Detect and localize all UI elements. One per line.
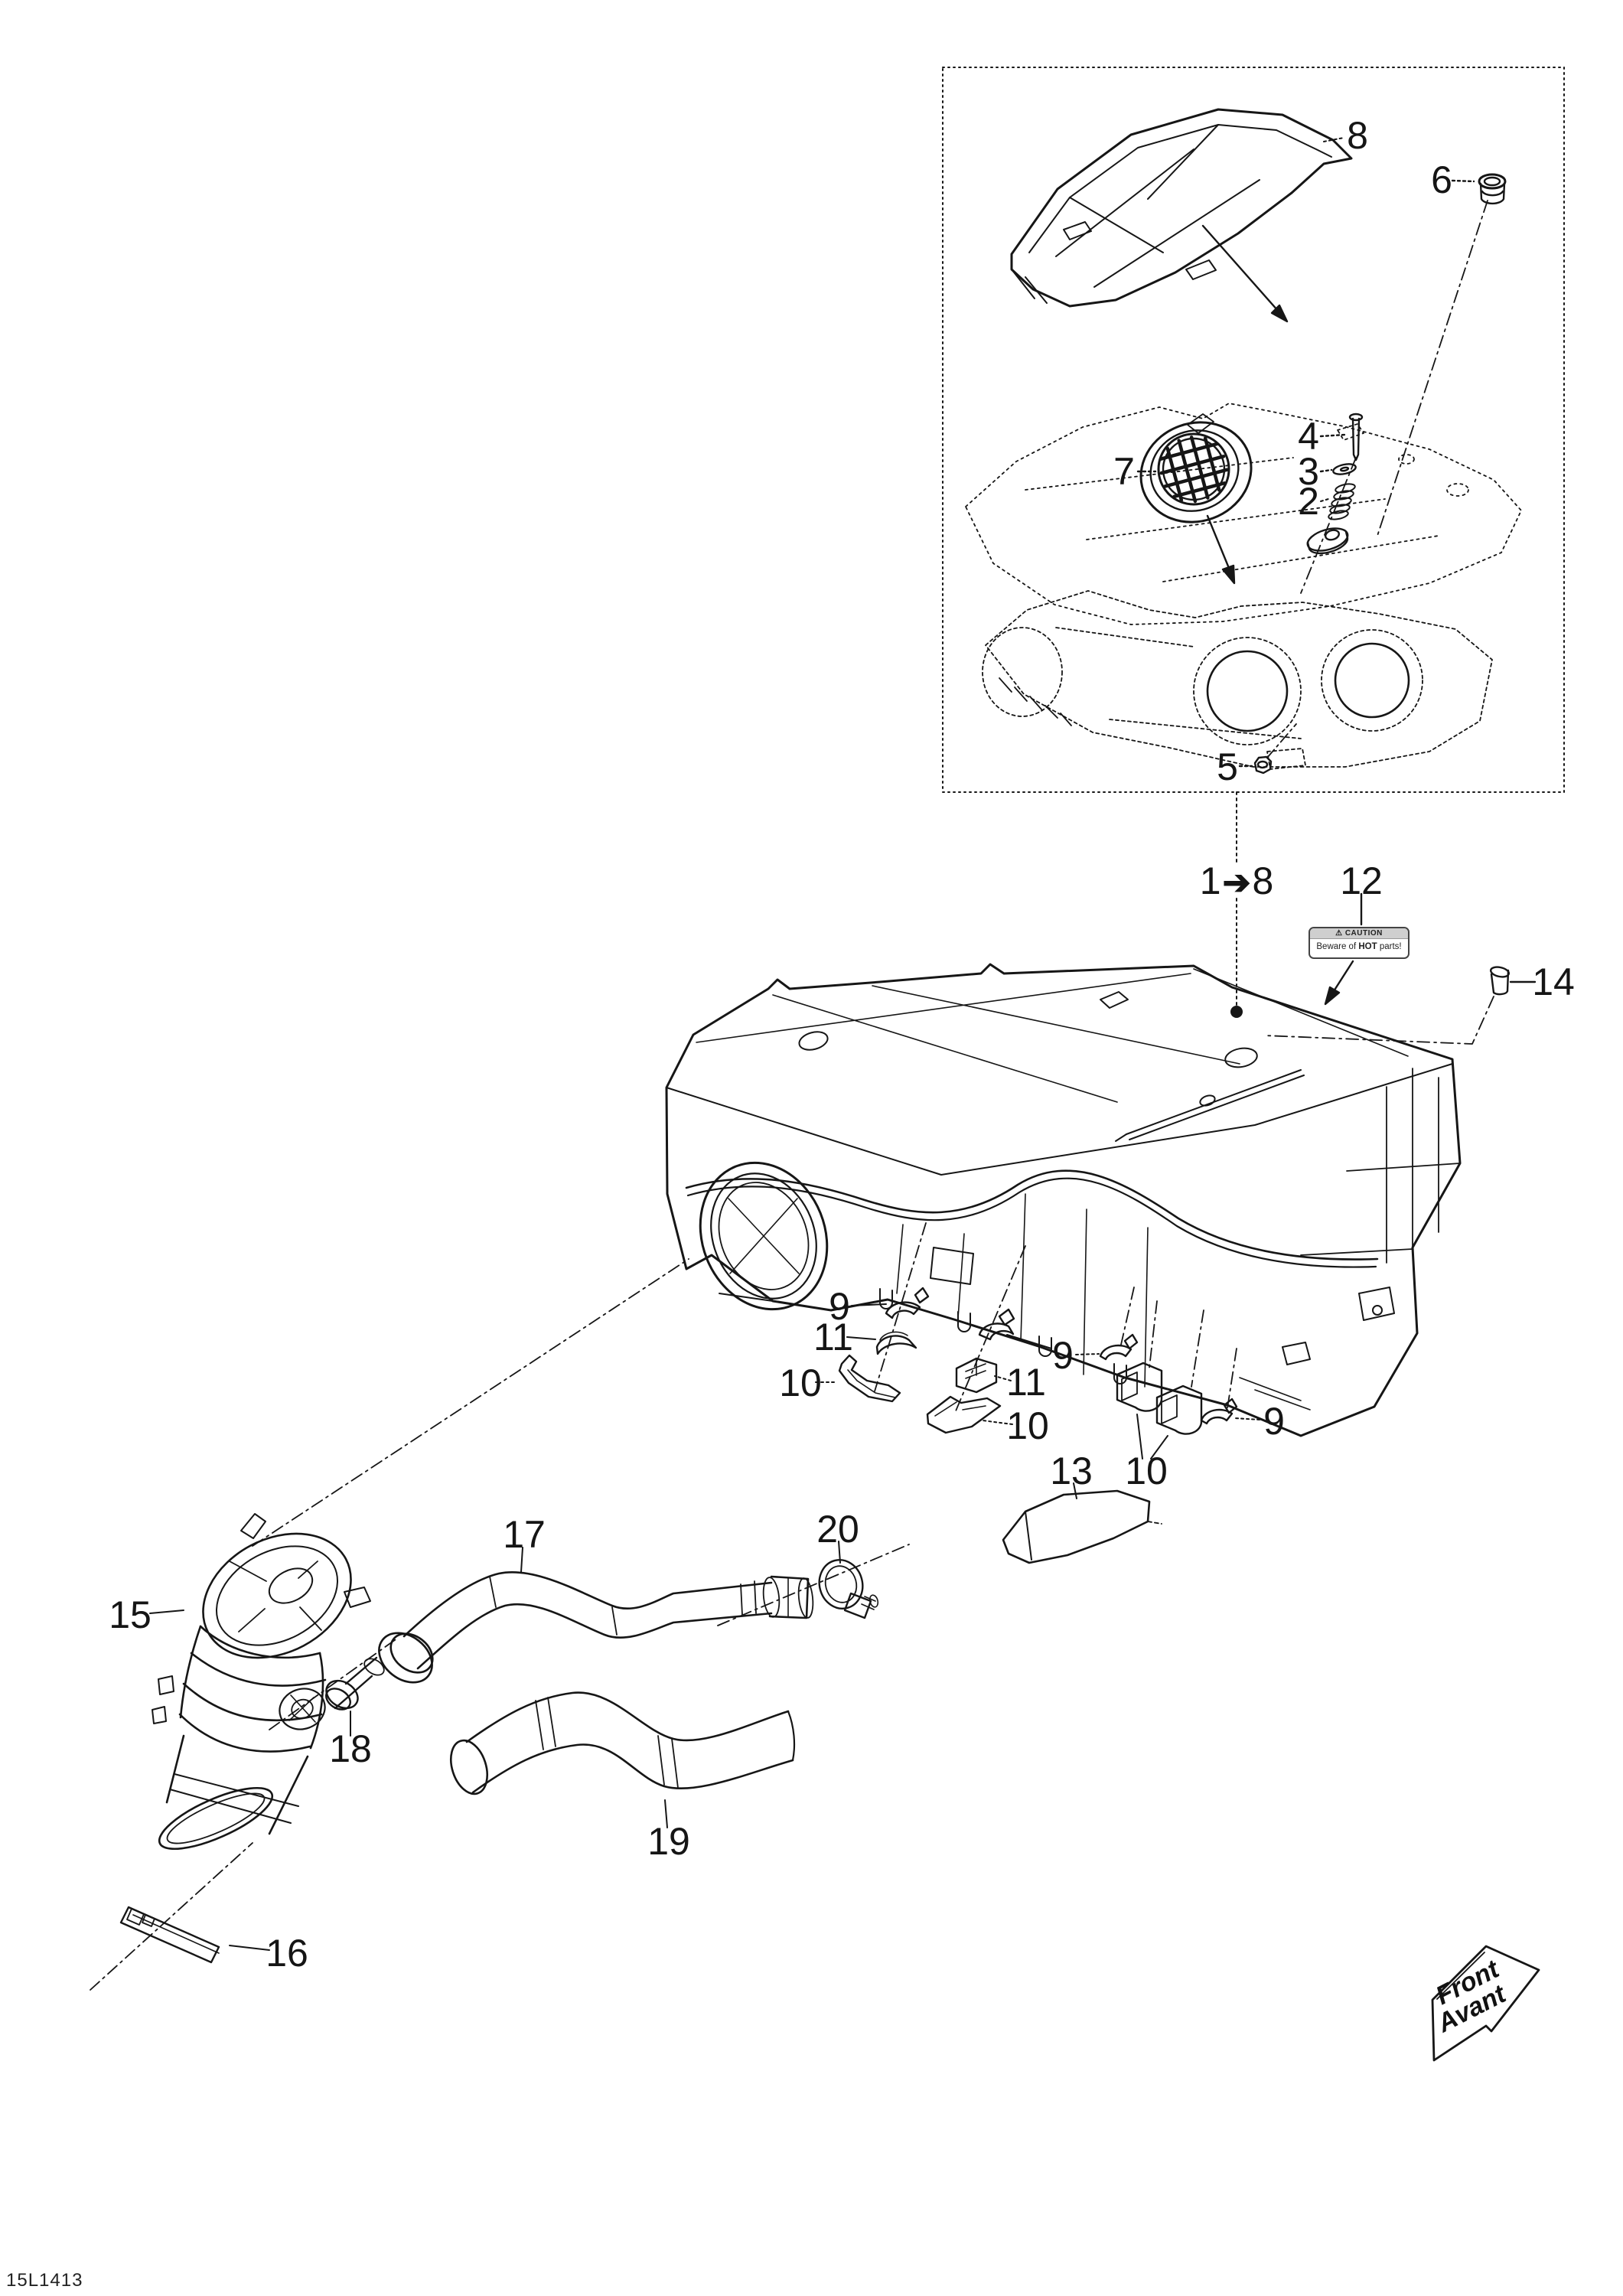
lower-hose-part (450, 1691, 796, 1795)
inset-detail-box (942, 67, 1565, 793)
lock-nut-part (1238, 723, 1297, 775)
callout-14: 14 (1532, 960, 1575, 1003)
callout-6: 6 (1431, 158, 1452, 201)
callout-11-mid: 11 (1006, 1361, 1046, 1404)
callout-10-mid: 10 (1006, 1404, 1049, 1447)
airbox-base-top-phantom (965, 403, 1522, 625)
screw-pin-part (1319, 413, 1364, 461)
leader-lines (149, 137, 1344, 1951)
callout-1-prefix: 1 (1199, 859, 1221, 902)
sticker-leader (1324, 892, 1363, 1006)
airbox-cover-part (1010, 108, 1353, 308)
caution-sticker-header: ⚠ CAUTION (1310, 928, 1408, 939)
retainer-disc-part (1300, 457, 1357, 594)
upper-hose-part (378, 1571, 814, 1684)
worm-clamp-part (717, 1544, 910, 1626)
callout-1-to-8: 1➔8 (1200, 862, 1274, 900)
caution-sticker: ⚠ CAUTION Beware of HOT parts! (1309, 927, 1410, 959)
callout-18: 18 (329, 1727, 372, 1770)
callout-13: 13 (1050, 1450, 1093, 1492)
inset-reference-line (1230, 791, 1243, 1018)
airbox-assembly (665, 963, 1462, 1437)
callout-8: 8 (1347, 114, 1368, 157)
callout-2: 2 (1298, 480, 1319, 523)
clip-parts (838, 1287, 1238, 1435)
right-arrow-icon: ➔ (1222, 864, 1251, 902)
callout-12: 12 (1340, 859, 1383, 902)
callout-8-target: 8 (1252, 859, 1274, 902)
callout-9-right: 9 (1263, 1400, 1285, 1443)
callout-19: 19 (647, 1820, 690, 1863)
callout-9-left: 9 (829, 1285, 850, 1328)
deflector-part (1002, 1489, 1162, 1564)
front-direction-arrow: Front Avant (1431, 1945, 1540, 2062)
clip-alignment-lines (874, 1222, 1237, 1414)
callout-4: 4 (1298, 415, 1319, 458)
washer-part (1319, 463, 1357, 475)
airbox-base-front-phantom (982, 590, 1493, 770)
spigot-part (325, 1656, 385, 1711)
callout-20: 20 (816, 1508, 859, 1551)
mesh-screen-part (1136, 421, 1253, 585)
callout-10-left: 10 (779, 1362, 822, 1404)
callout-10-right: 10 (1125, 1450, 1168, 1492)
callout-3: 3 (1298, 450, 1319, 493)
cover-install-arrow (1201, 224, 1289, 323)
boot-axis-lines (90, 1258, 689, 1991)
callout-16: 16 (266, 1932, 308, 1975)
callout-11-left: 11 (813, 1316, 853, 1358)
plug-part (1263, 966, 1537, 1045)
callout-7: 7 (1113, 450, 1135, 493)
caution-sticker-body: Beware of HOT parts! (1316, 942, 1402, 951)
sheet-code: 15L1413 (6, 2270, 83, 2291)
callout-5: 5 (1217, 745, 1238, 788)
intake-boot-part (152, 1513, 371, 1851)
grommet-part (1377, 173, 1507, 536)
hose-clamp-strip-part (119, 1906, 220, 1964)
callout-17: 17 (503, 1513, 546, 1556)
callout-15: 15 (109, 1593, 152, 1636)
callout-9-mid: 9 (1052, 1334, 1074, 1377)
